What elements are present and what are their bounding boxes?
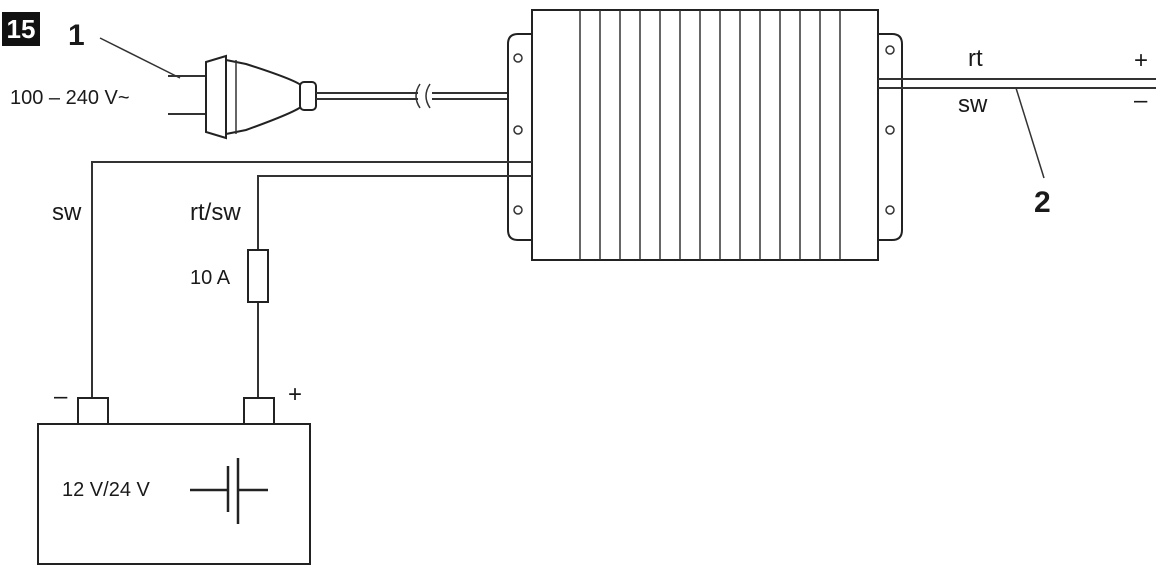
fuse-rating-label: 10 A [190,267,231,289]
right-mounting-flange [876,33,903,241]
callout-2-leader [1015,87,1045,179]
mains-voltage-label: 100 – 240 V~ [10,87,130,109]
battery-negative-wire-label: sw [52,199,82,226]
mains-cable [316,83,532,109]
callout-1-leader [99,37,181,79]
battery-positive-wire-label: rt/sw [190,199,241,226]
left-mounting-flange [507,33,534,241]
charger-unit [531,9,879,261]
output-black-label: sw [958,91,988,118]
output-plus-label: + [1134,47,1148,74]
mains-plug-icon [168,54,317,140]
output-cable [878,78,1156,179]
battery-positive-wire [257,175,532,250]
battery-voltage-label: 12 V/24 V [62,479,151,501]
callout-2: 2 [1034,186,1051,219]
battery-minus-label: – [54,383,68,410]
output-minus-label: – [1134,87,1148,114]
battery-plus-label: + [288,381,302,408]
figure-number-badge: 15 [2,12,40,46]
output-red-label: rt [968,45,983,72]
figure-number: 15 [7,14,36,44]
fuse-icon [247,249,269,303]
battery-icon [37,397,311,565]
callout-1: 1 [68,19,85,52]
battery-negative-wire [91,161,532,400]
